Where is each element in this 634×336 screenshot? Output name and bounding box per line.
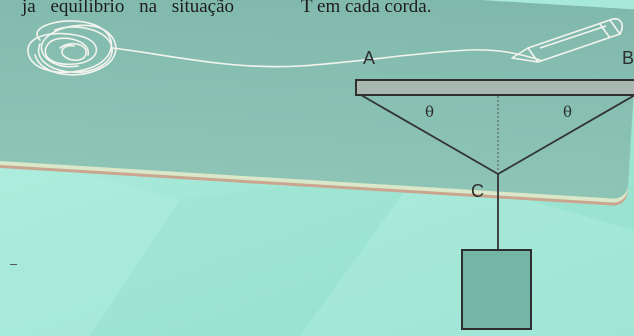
label-angle-right: θ [563, 103, 573, 121]
problem-text-right: T em cada corda. [301, 0, 432, 17]
scribble-icon [27, 20, 541, 76]
pencil-icon [511, 18, 623, 63]
rope-ac [360, 94, 499, 175]
edge-dash [10, 264, 17, 265]
rope-bc [497, 94, 634, 175]
label-angle-left: θ [425, 103, 435, 121]
ceiling-beam [355, 79, 634, 96]
hanging-block [461, 249, 532, 330]
label-point-c: C [471, 181, 484, 201]
label-point-b: B [622, 48, 634, 68]
label-point-a: A [363, 48, 376, 68]
problem-text-left: ja equilíbrio na situação [22, 0, 235, 17]
